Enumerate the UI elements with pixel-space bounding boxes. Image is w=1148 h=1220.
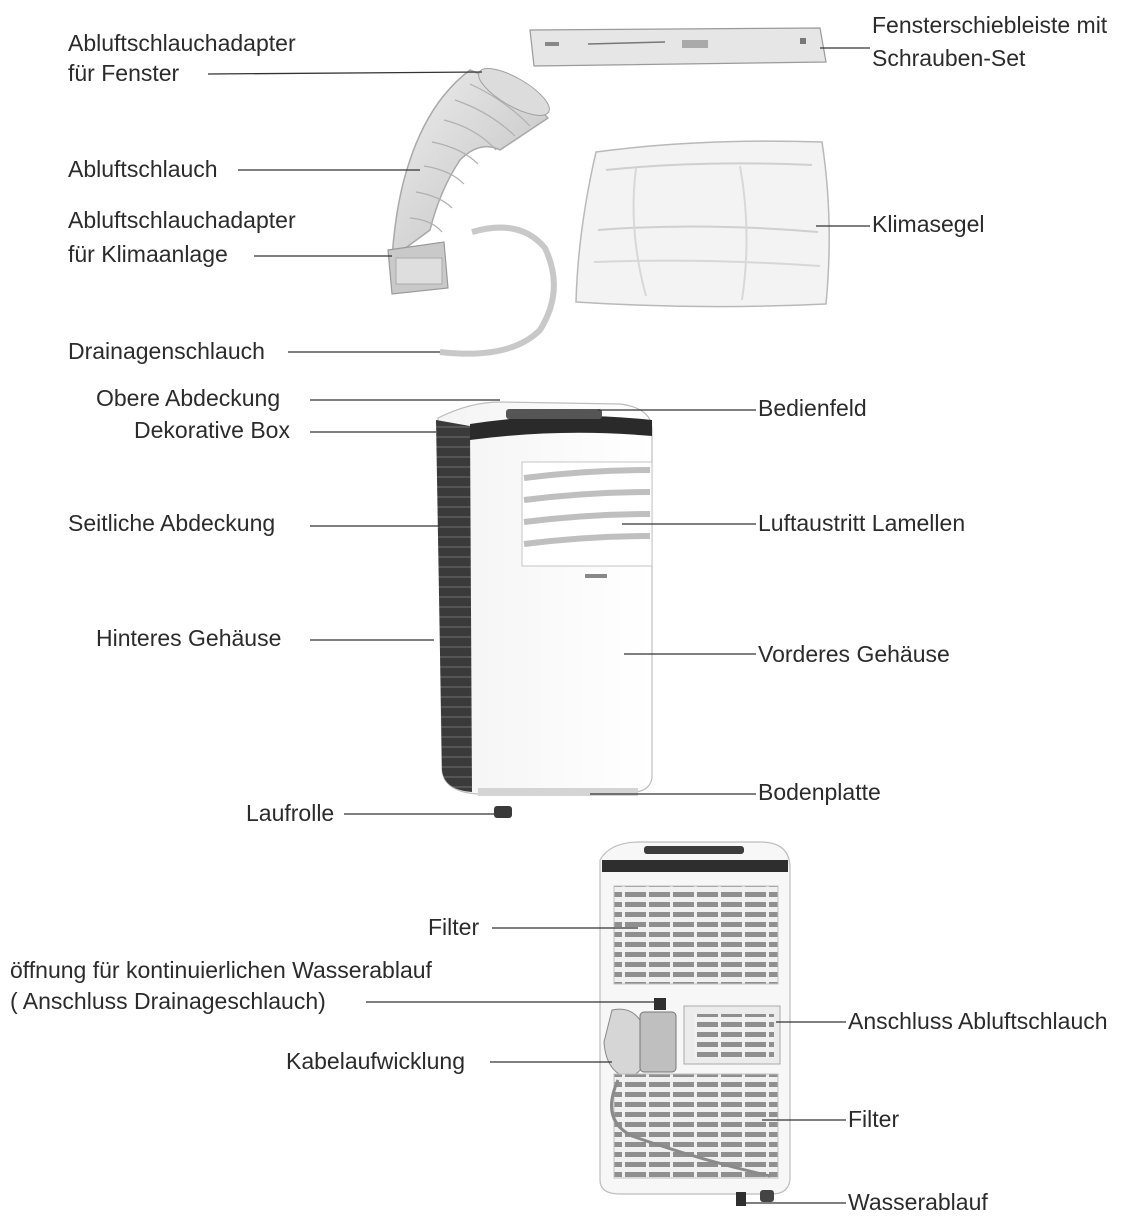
climate-sail-drawing (575, 140, 830, 308)
exhaust-hose-drawing (387, 68, 550, 295)
label-rear-housing: Hinteres Gehäuse (96, 625, 282, 651)
label-exhaust-connection: Anschluss Abluftschlauch (848, 1008, 1108, 1034)
label-exhaust-hose: Abluftschlauch (68, 156, 218, 182)
caster-wheel (494, 806, 512, 818)
label-hose-adapter-unit-line2: für Klimaanlage (68, 241, 228, 267)
brand-logo (585, 574, 607, 578)
label-drain-hose: Drainagenschlauch (68, 338, 265, 364)
label-hose-adapter-window-line2: für Fenster (68, 60, 180, 86)
label-continuous-drain-line2: ( Anschluss Drainageschlauch) (10, 988, 326, 1014)
label-window-slider-line2: Schrauben-Set (872, 45, 1026, 71)
drain-hose-drawing (439, 224, 557, 357)
label-climate-sail: Klimasegel (872, 211, 985, 237)
label-cable-winder: Kabelaufwicklung (286, 1048, 466, 1074)
ac-unit-rear-drawing (599, 841, 791, 1206)
label-decorative-box: Dekorative Box (134, 417, 290, 443)
window-slider-bar (529, 27, 827, 67)
ac-unit-front-drawing (436, 401, 653, 818)
label-water-drain: Wasserablauf (848, 1189, 988, 1215)
label-air-louvers: Luftaustritt Lamellen (758, 510, 966, 536)
label-control-panel: Bedienfeld (758, 395, 867, 421)
label-filter-upper: Filter (428, 914, 480, 940)
label-top-cover: Obere Abdeckung (96, 385, 281, 411)
label-caster: Laufrolle (246, 800, 335, 826)
label-side-cover: Seitliche Abdeckung (68, 510, 276, 536)
label-filter-lower: Filter (848, 1106, 900, 1132)
label-window-slider-line1: Fensterschiebleiste mit (872, 12, 1108, 38)
label-base-plate: Bodenplatte (758, 779, 881, 805)
label-hose-adapter-window-line1: Abluftschlauchadapter (68, 30, 296, 56)
leader-lines (207, 47, 870, 1204)
label-hose-adapter-unit-line1: Abluftschlauchadapter (68, 207, 296, 233)
label-continuous-drain-line1: öffnung für kontinuierlichen Wasserablau… (10, 957, 432, 983)
label-front-housing: Vorderes Gehäuse (758, 641, 950, 667)
